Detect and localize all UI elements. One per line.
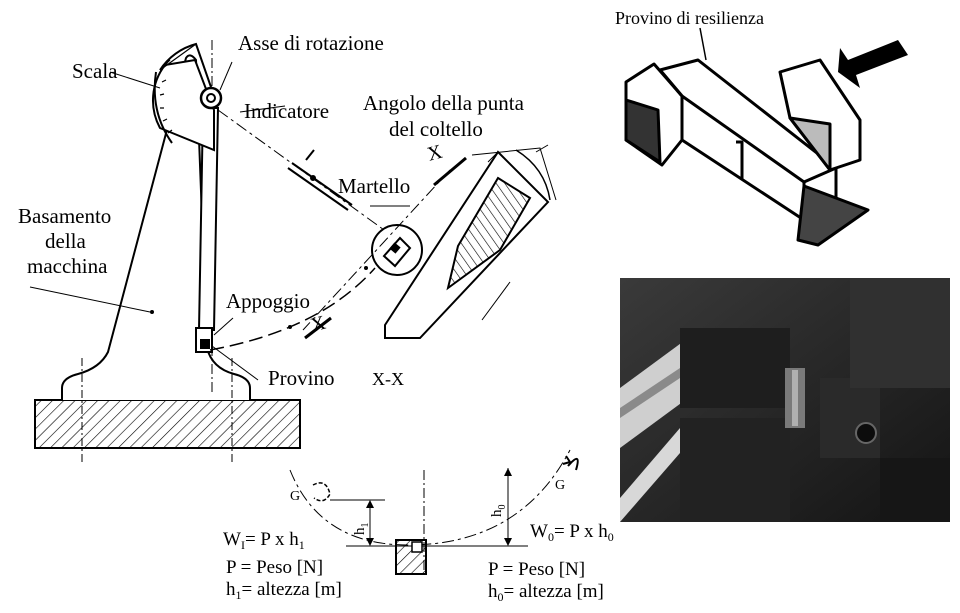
label-provino-resilienza: Provino di resilienza	[615, 8, 764, 28]
machine-photo	[620, 278, 950, 522]
label-g-right: G	[555, 478, 565, 493]
altezza-left: h1= altezza [m]	[226, 579, 342, 602]
label-h1: h1	[352, 523, 371, 536]
pendulum-line	[217, 109, 399, 241]
formula-w0: W0= P x h0	[530, 521, 614, 544]
knife-sketch	[287, 149, 353, 211]
energy-diagram	[289, 449, 579, 578]
label-appoggio: Appoggio	[226, 289, 310, 313]
scala-leader	[109, 71, 161, 89]
section-x-lines	[302, 169, 451, 331]
section-mark-bottom	[304, 316, 332, 340]
label-martello: Martello	[338, 174, 410, 198]
provino-leader	[211, 345, 259, 381]
appoggio-dot	[288, 325, 292, 329]
appoggio-leader	[213, 317, 234, 336]
section-mark-top	[433, 156, 467, 187]
swing-arc	[209, 267, 376, 351]
knife-cross-section	[384, 144, 557, 339]
basamento-leader	[29, 286, 151, 313]
basamento-dot	[150, 310, 154, 314]
label-x-bottom: X	[308, 312, 328, 337]
peso-right: P = Peso [N]	[488, 559, 585, 580]
label-basamento-1: Basamento	[18, 204, 111, 228]
label-angolo-1: Angolo della punta	[363, 91, 525, 115]
label-basamento-3: macchina	[27, 254, 108, 278]
martello-circle	[370, 205, 423, 276]
altezza-right: h0= altezza [m]	[488, 581, 604, 604]
label-indicatore: Indicatore	[244, 99, 329, 123]
label-g-left: G	[290, 489, 300, 504]
specimen-inset: Provino di resilienza	[608, 0, 928, 262]
pivot-axis	[199, 61, 233, 110]
label-x-top: X	[425, 141, 445, 166]
peso-left: P = Peso [N]	[226, 557, 323, 578]
label-basamento-2: della	[45, 229, 86, 253]
martello-dot	[364, 266, 368, 270]
indicatore-leader	[239, 105, 286, 113]
label-asse: Asse di rotazione	[238, 31, 384, 55]
label-scala: Scala	[72, 59, 118, 83]
scale-arc	[152, 42, 215, 152]
label-xx: X-X	[372, 369, 404, 389]
label-h0: h0	[489, 505, 508, 518]
label-angolo-2: del coltello	[389, 117, 483, 141]
formula-w1: WI= P x h1	[223, 529, 305, 552]
label-provino: Provino	[268, 366, 335, 390]
